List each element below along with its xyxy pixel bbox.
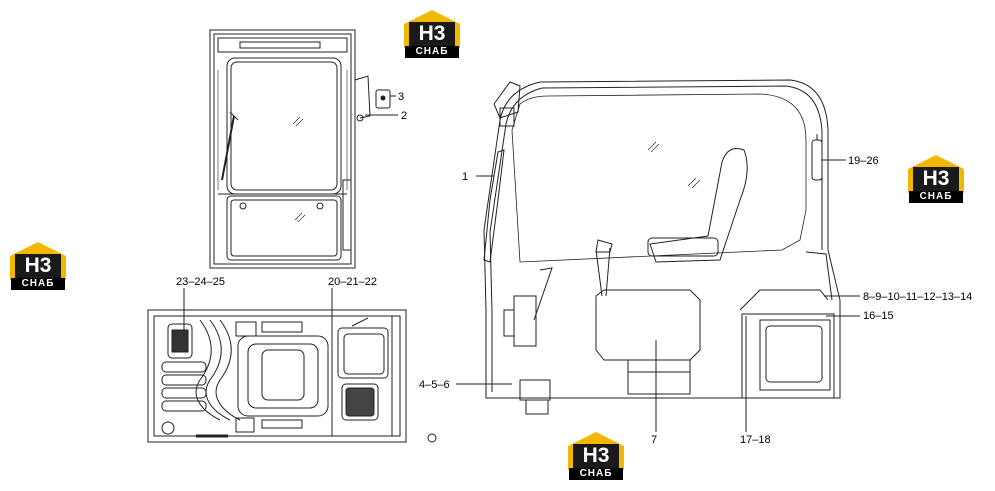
house-logo-icon [10,242,66,280]
logo-brand: СНАБ [405,46,459,58]
logo-mark: H3 [418,22,446,45]
callout-16-15: 16–15 [863,310,894,322]
logo-brand: СНАБ [909,191,963,203]
watermark-logo: H3 СНАБ [906,153,966,203]
logo-mark: H3 [582,444,610,467]
callout-23-25: 23–24–25 [176,276,225,288]
watermark-logo: H3 СНАБ [566,430,626,480]
side-view [456,79,860,432]
watermark-logo: H3 СНАБ [8,240,68,290]
callout-8-14: 8–9–10–11–12–13–14 [863,291,973,303]
callout-17-18: 17–18 [740,434,771,446]
logo-mark: H3 [922,167,950,190]
callout-1: 1 [462,171,469,183]
house-logo-icon [568,432,624,470]
callout-4-6: 4–5–6 [419,379,450,391]
front-view [209,29,398,269]
house-logo-icon [908,155,964,193]
callout-3: 3 [398,91,405,103]
callout-7: 7 [651,434,658,446]
top-view [147,288,437,443]
callout-19-26: 19–26 [848,155,879,167]
logo-mark: H3 [24,254,52,277]
callout-20-22: 20–21–22 [328,276,377,288]
logo-brand: СНАБ [11,278,65,290]
callout-2: 2 [401,110,408,122]
watermark-logo: H3 СНАБ [402,8,462,58]
logo-brand: СНАБ [569,468,623,480]
house-logo-icon [404,10,460,48]
